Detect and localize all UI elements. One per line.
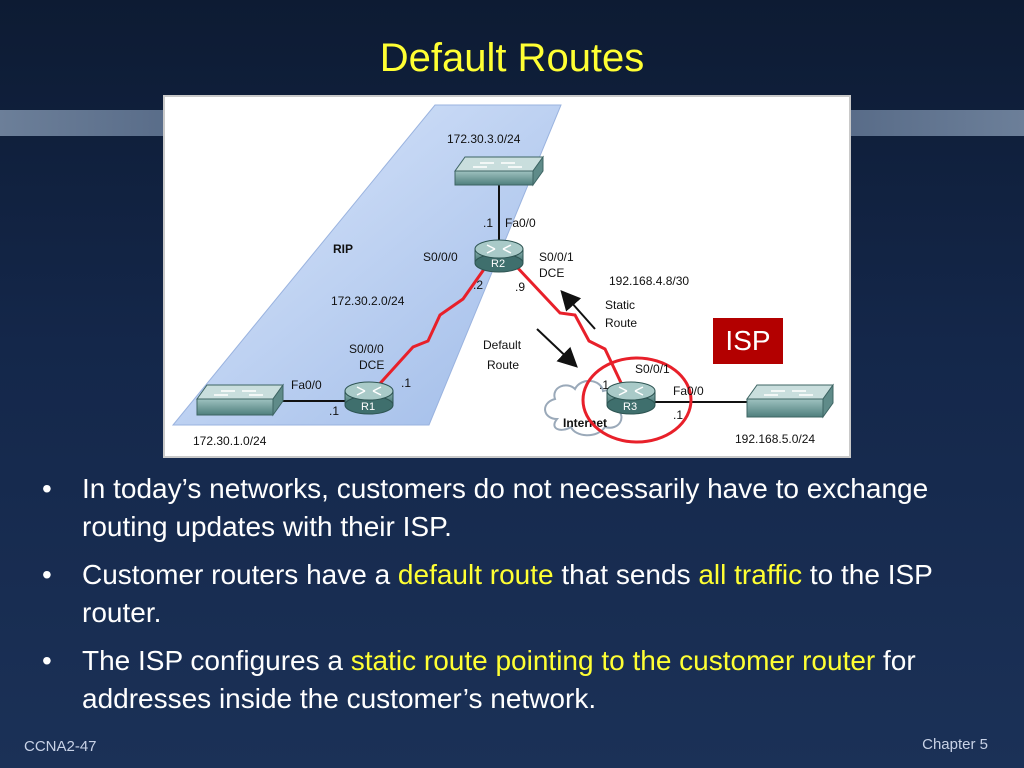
bullet-3-part-3: for addresses inside the customer’s netw…: [82, 645, 916, 714]
net-r2-r3-label: 192.168.4.8/30: [609, 274, 689, 288]
r3-fa-host: .1: [673, 408, 683, 422]
footer-chapter: Chapter 5: [922, 736, 988, 753]
r1-fa-host: .1: [329, 404, 339, 418]
net-r1-r2-label: 172.30.2.0/24: [331, 294, 405, 308]
isp-label-box: ISP: [711, 316, 785, 366]
net-left-label: 172.30.1.0/24: [193, 434, 267, 448]
router-r2-label: R2: [491, 258, 505, 270]
router-r1-label: R1: [361, 401, 375, 413]
bullet-dot-icon: •: [42, 559, 52, 590]
isp-highlight-circle: [581, 356, 693, 444]
r2-s001-dce: DCE: [539, 266, 564, 280]
bullet-dot-icon: •: [42, 645, 52, 676]
r2-s000-label: S0/0/0: [423, 250, 458, 264]
net-top-label: 172.30.3.0/24: [447, 132, 521, 146]
r2-s000-host: .2: [473, 278, 483, 292]
router-r3-label: R3: [623, 401, 637, 413]
default-route-label-1: Default: [483, 338, 522, 352]
r2-fa-host: .1: [483, 216, 493, 230]
default-route-label-2: Route: [487, 358, 519, 372]
bullet-2-part-1: Customer routers have a: [82, 559, 398, 590]
network-diagram: Internet R2: [163, 95, 851, 458]
bullet-2-highlight-default-route: default route: [397, 559, 554, 590]
r1-fa-label: Fa0/0: [291, 378, 322, 392]
static-route-label-1: Static: [605, 298, 635, 312]
internet-label: Internet: [563, 416, 607, 430]
router-r2: R2: [474, 239, 524, 273]
r2-s001-label: S0/0/1: [539, 250, 574, 264]
bullet-2-highlight-all-traffic: all traffic: [698, 559, 803, 590]
serial-link-r2-r3: [513, 263, 625, 388]
switch-right: [746, 383, 834, 419]
bullet-2-part-3: that sends: [553, 559, 699, 590]
bullet-item-2: • Customer routers have a default route t…: [40, 556, 990, 632]
footer-slide-number: CCNA2-47: [24, 738, 97, 755]
r2-fa-label: Fa0/0: [505, 216, 536, 230]
bullet-item-1: • In today’s networks, customers do not n…: [40, 470, 990, 546]
slide-title: Default Routes: [379, 36, 645, 80]
network-diagram-svg: Internet R2: [171, 104, 834, 448]
router-r1: R1: [344, 381, 394, 415]
static-route-label-2: Route: [605, 316, 637, 330]
r3-fa-label: Fa0/0: [673, 384, 704, 398]
switch-top: [454, 155, 544, 187]
r2-s001-host: .9: [515, 280, 525, 294]
r1-s000-host: .1: [401, 376, 411, 390]
switch-left: [196, 383, 284, 417]
r1-s000-label: S0/0/0: [349, 342, 384, 356]
bullet-item-3: • The ISP configures a static route point…: [40, 642, 990, 718]
default-route-arrow: [536, 328, 578, 368]
bullet-1-text: In today’s networks, customers do not ne…: [82, 473, 929, 542]
net-right-label: 192.168.5.0/24: [735, 432, 815, 446]
r3-s001-label: S0/0/1: [635, 362, 670, 376]
r3-s001-host: .1: [599, 378, 609, 392]
rip-label: RIP: [333, 242, 353, 256]
bullet-2-part-5: to the ISP router.: [82, 559, 933, 628]
bullet-dot-icon: •: [42, 473, 52, 504]
serial-link-r1-r2: [373, 264, 489, 391]
bullet-list: • In today’s networks, customers do not n…: [40, 470, 990, 728]
bullet-3-highlight-static-route: static route pointing to the customer ro…: [350, 645, 876, 676]
static-route-arrow: [560, 290, 596, 330]
r1-s000-dce: DCE: [359, 358, 384, 372]
bullet-3-part-1: The ISP configures a: [82, 645, 351, 676]
router-r3: R3: [606, 381, 656, 415]
